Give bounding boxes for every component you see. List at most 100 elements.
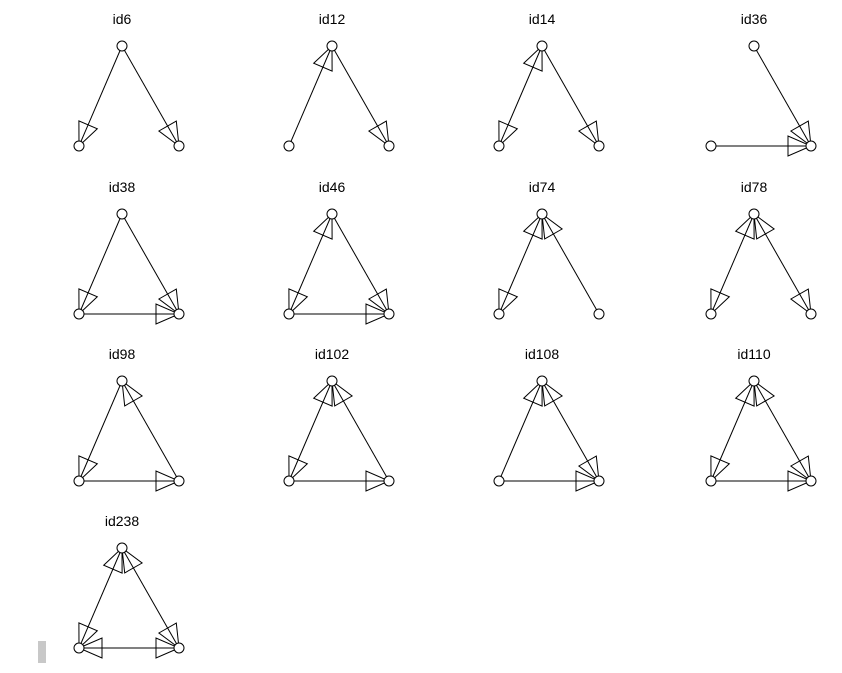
edge-line: [121, 45, 180, 147]
node-br: [173, 475, 185, 487]
edge-line: [331, 213, 390, 315]
node-bl: [73, 475, 85, 487]
arrowhead: [78, 120, 99, 148]
triad-label: id238: [105, 513, 139, 529]
arrowhead: [155, 470, 181, 492]
arrowhead: [541, 379, 564, 407]
edge-line: [331, 45, 390, 147]
arrowhead: [789, 120, 812, 148]
node-top: [116, 40, 128, 52]
arrowhead: [710, 288, 731, 316]
edge-line: [121, 547, 180, 649]
node-top: [536, 208, 548, 220]
node-top: [748, 40, 760, 52]
node-bl: [283, 308, 295, 320]
edge-line: [498, 380, 543, 482]
arrowhead: [753, 379, 776, 407]
triad-label: id74: [529, 179, 556, 195]
edge-line: [78, 380, 123, 482]
node-bl: [705, 475, 717, 487]
edge-line: [121, 213, 180, 315]
triad-id108: id108: [493, 346, 605, 492]
node-top: [326, 375, 338, 387]
arrowhead: [288, 288, 309, 316]
edge-line: [288, 380, 333, 482]
edge-line: [498, 213, 543, 315]
node-top: [748, 375, 760, 387]
node-bl: [705, 308, 717, 320]
arrowhead: [367, 120, 390, 148]
node-bl: [493, 308, 505, 320]
arrowhead: [157, 120, 180, 148]
triad-id38: id38: [73, 179, 185, 325]
arrowhead: [498, 120, 519, 148]
node-br: [593, 140, 605, 152]
node-br: [383, 140, 395, 152]
edge-line: [78, 547, 123, 649]
triad-label: id6: [113, 11, 132, 27]
triad-id14: id14: [493, 11, 605, 152]
arrowhead: [577, 455, 600, 483]
node-bl: [283, 475, 295, 487]
node-top: [536, 40, 548, 52]
node-bl: [705, 140, 717, 152]
triad-label: id110: [737, 346, 770, 362]
arrowhead: [522, 44, 543, 72]
triad-id238: id238: [73, 513, 185, 659]
triad-label: id102: [315, 346, 349, 362]
edge-line: [541, 380, 600, 482]
node-br: [593, 475, 605, 487]
arrowhead: [365, 470, 391, 492]
node-bl: [493, 475, 505, 487]
node-top: [116, 208, 128, 220]
arrowhead: [710, 455, 731, 483]
arrowhead: [78, 622, 99, 650]
triad-label: id108: [525, 346, 559, 362]
arrowhead: [367, 288, 390, 316]
node-br: [383, 308, 395, 320]
arrowhead: [331, 379, 354, 407]
arrowhead: [575, 470, 601, 492]
triad-label: id78: [741, 179, 768, 195]
node-top: [116, 375, 128, 387]
edge-line: [541, 213, 600, 315]
edge-line: [331, 380, 390, 482]
node-br: [805, 475, 817, 487]
arrowhead: [522, 212, 543, 240]
edge-line: [541, 45, 600, 147]
node-br: [805, 140, 817, 152]
node-top: [326, 208, 338, 220]
edge-line: [288, 45, 333, 147]
arrowhead: [789, 455, 812, 483]
triad-label: id14: [529, 11, 556, 27]
scroll-indicator[interactable]: [38, 641, 46, 663]
triad-id78: id78: [705, 179, 817, 320]
triad-label: id36: [741, 11, 768, 27]
triad-id74: id74: [493, 179, 605, 320]
triad-label: id46: [319, 179, 346, 195]
arrowhead: [78, 288, 99, 316]
node-br: [173, 140, 185, 152]
arrowhead: [789, 288, 812, 316]
triad-id110: id110: [705, 346, 817, 492]
arrowhead: [734, 379, 755, 407]
arrowhead: [157, 288, 180, 316]
arrowhead: [155, 637, 181, 659]
node-br: [383, 475, 395, 487]
arrowhead: [102, 546, 123, 574]
triad-id102: id102: [283, 346, 395, 492]
triad-id46: id46: [283, 179, 395, 325]
edge-line: [78, 45, 123, 147]
node-top: [536, 375, 548, 387]
arrowhead: [787, 135, 813, 157]
node-br: [593, 308, 605, 320]
edge-line: [78, 213, 123, 315]
arrowhead: [288, 455, 309, 483]
arrowhead: [121, 379, 144, 407]
arrowhead: [734, 212, 755, 240]
arrowhead: [157, 622, 180, 650]
arrowhead: [522, 379, 543, 407]
node-bl: [73, 642, 85, 654]
triad-label: id98: [109, 346, 136, 362]
